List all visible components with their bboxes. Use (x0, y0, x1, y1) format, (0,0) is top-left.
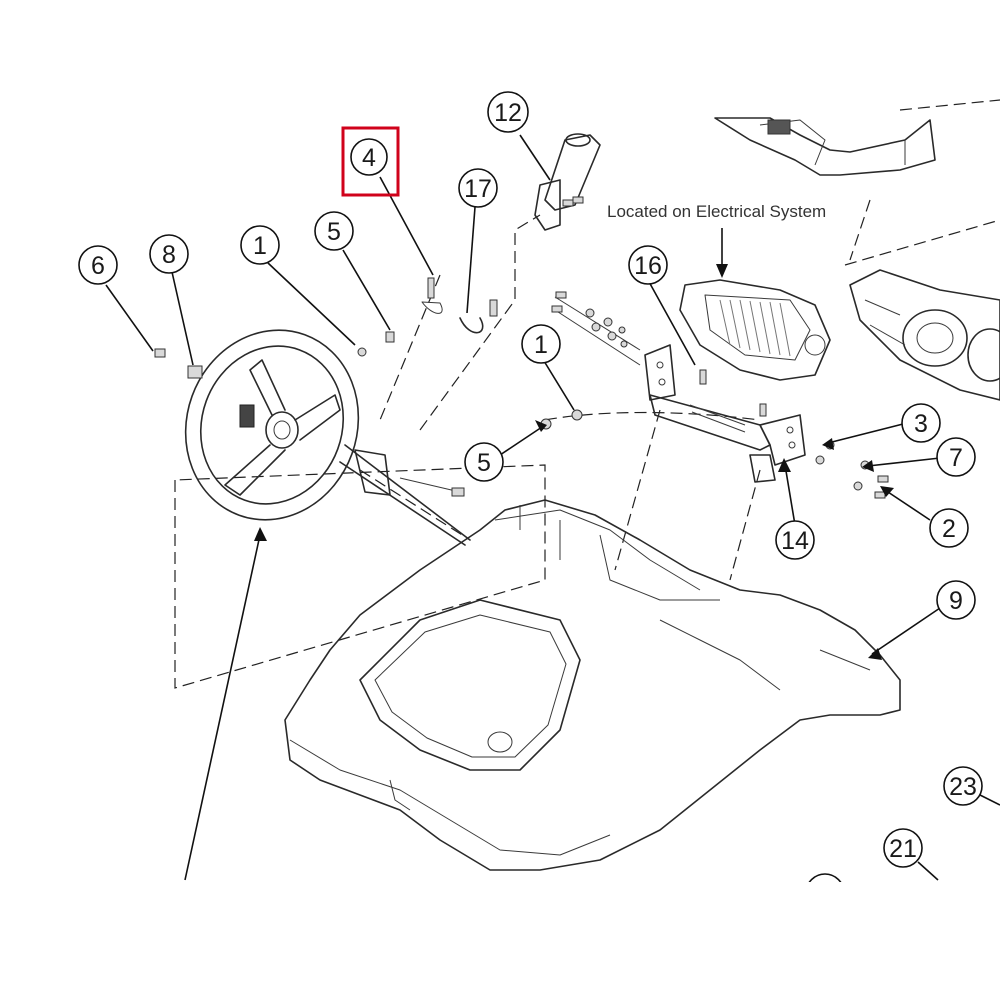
dash-housing-right (849, 269, 1000, 401)
callout-17: 17 (458, 168, 498, 208)
fastener-set-right (815, 440, 889, 499)
callout-23: 23 (943, 766, 983, 806)
svg-text:14: 14 (781, 527, 809, 555)
callout-21: 21 (883, 828, 923, 868)
callout-5-middle: 5 (464, 442, 504, 482)
electrical-system-note: Located on Electrical System (607, 202, 826, 221)
dash-body (284, 499, 901, 871)
callout-6: 6 (78, 245, 118, 285)
callout-7: 7 (936, 437, 976, 477)
svg-text:7: 7 (949, 444, 963, 472)
svg-text:5: 5 (477, 449, 491, 477)
svg-text:1: 1 (253, 232, 267, 260)
svg-text:8: 8 (162, 241, 176, 269)
column-bracket-12 (534, 133, 601, 231)
callout-4: 4 (350, 138, 388, 176)
callout-14: 14 (775, 520, 815, 560)
callout-1-middle: 1 (521, 324, 561, 364)
steering-shaft (339, 444, 471, 546)
callout-12: 12 (487, 91, 529, 133)
svg-text:6: 6 (91, 252, 105, 280)
callout-16: 16 (628, 245, 668, 285)
svg-text:16: 16 (634, 252, 662, 280)
arrowheads (254, 264, 894, 660)
callout-9: 9 (936, 580, 976, 620)
callout-8: 8 (149, 234, 189, 274)
callout-5-upper: 5 (314, 211, 354, 251)
svg-text:17: 17 (464, 175, 492, 203)
dash-panel-upper (714, 117, 936, 176)
svg-text:3: 3 (914, 410, 928, 438)
callout-2: 2 (929, 508, 969, 548)
callout-3: 3 (901, 403, 941, 443)
svg-text:4: 4 (362, 144, 376, 172)
assembly-guide-lines (174, 99, 1000, 689)
svg-text:9: 9 (949, 587, 963, 615)
svg-text:23: 23 (949, 773, 977, 801)
svg-text:12: 12 (494, 99, 522, 127)
svg-text:1: 1 (534, 331, 548, 359)
callout-1-upper: 1 (240, 225, 280, 265)
callout-4-highlight (341, 126, 400, 197)
svg-text:2: 2 (942, 515, 956, 543)
svg-text:21: 21 (889, 835, 917, 863)
crop-mask (0, 882, 1000, 1000)
fastener-set-left (551, 291, 641, 366)
svg-text:5: 5 (327, 218, 341, 246)
small-fasteners (154, 277, 583, 430)
steering-wheel (184, 329, 360, 521)
electrical-module (679, 279, 831, 381)
steering-bracket-14 (644, 344, 806, 483)
leader-lines (105, 134, 1000, 881)
